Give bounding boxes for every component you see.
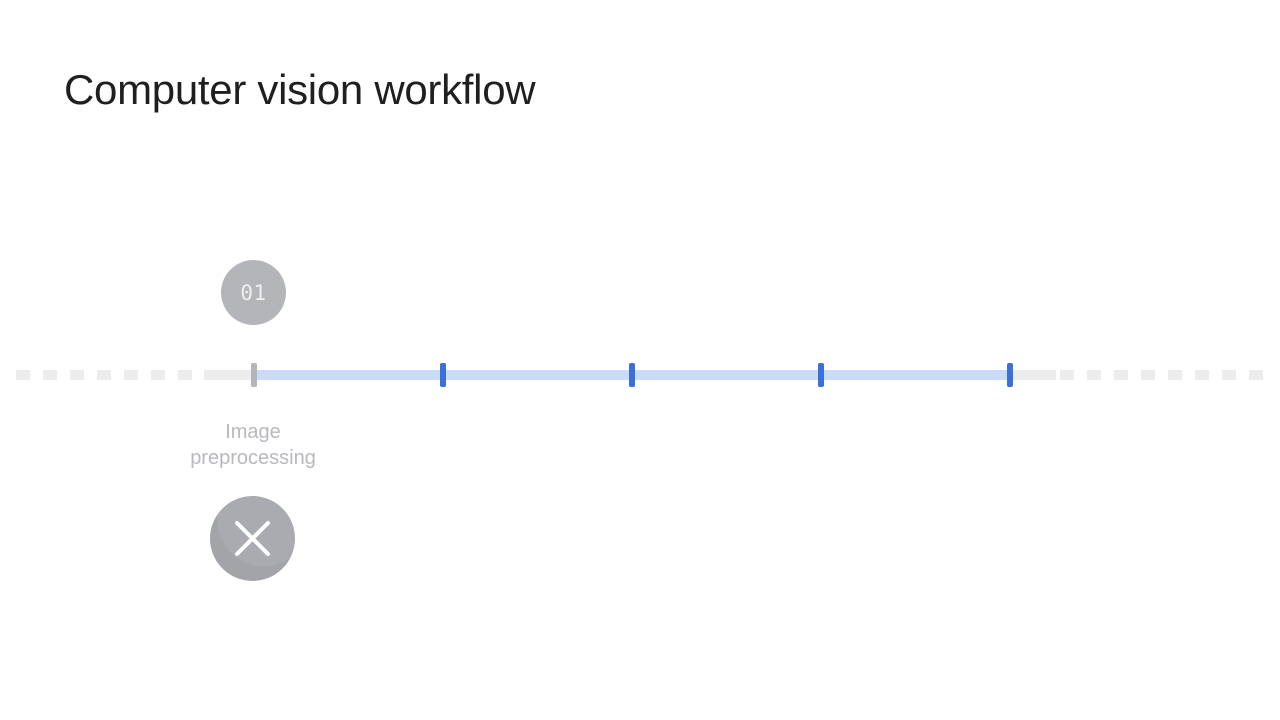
- step-number: 01: [240, 280, 267, 305]
- timeline-tick-1: [251, 363, 257, 387]
- step-label: Image preprocessing: [163, 419, 343, 471]
- step-label-line-2: preprocessing: [190, 447, 316, 469]
- timeline-tick-5: [1007, 363, 1013, 387]
- timeline-track-right: [1010, 370, 1056, 380]
- step-number-badge: 01: [221, 260, 286, 325]
- timeline-tick-4: [818, 363, 824, 387]
- timeline-track-left: [204, 370, 254, 380]
- slide-title: Computer vision workflow: [64, 66, 536, 113]
- timeline-tick-2: [440, 363, 446, 387]
- step-label-line-1: Image: [225, 421, 281, 443]
- timeline-tick-3: [629, 363, 635, 387]
- x-icon: [210, 496, 295, 581]
